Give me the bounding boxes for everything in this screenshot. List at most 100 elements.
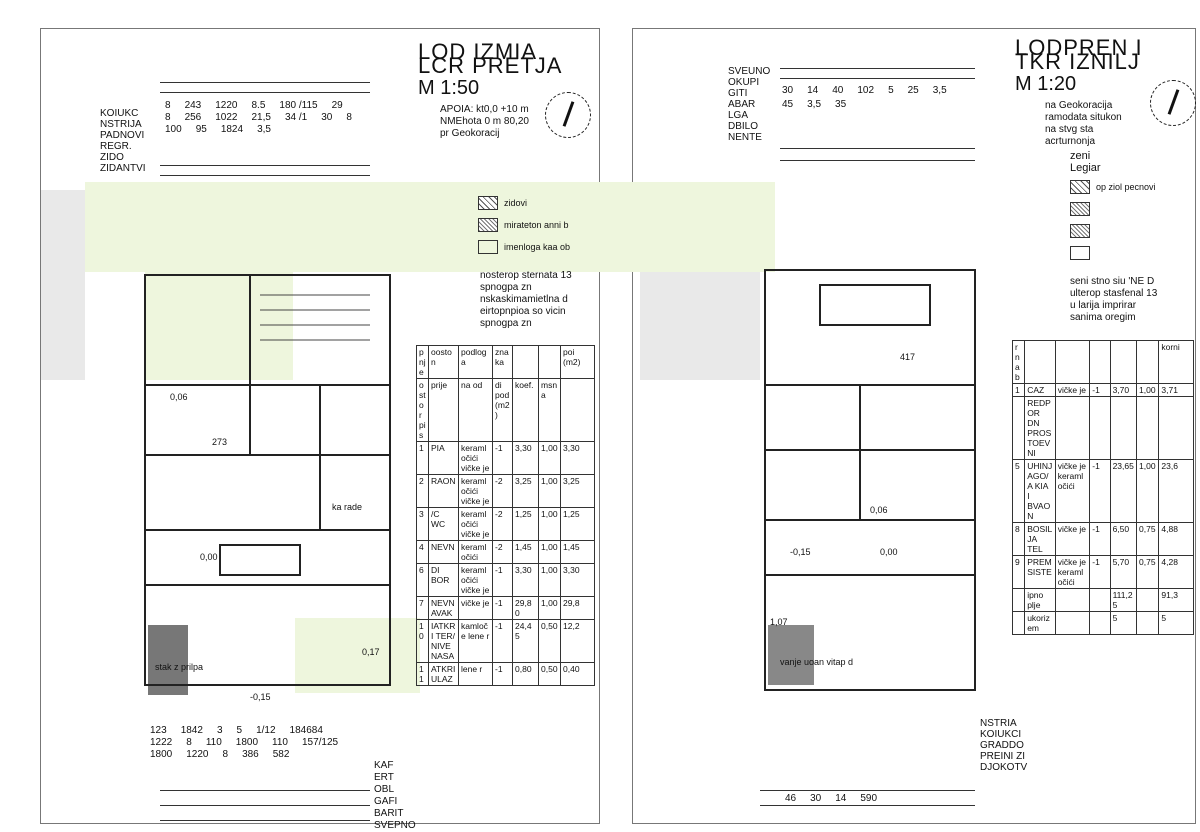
dimension-line — [160, 92, 370, 93]
header-cell: rnab — [1011, 340, 1026, 384]
table-cell: -1 — [1089, 555, 1111, 589]
legend-label: mirateton anni b — [504, 220, 569, 230]
table-cell: -1 — [492, 619, 513, 663]
table-cell: -2 — [492, 507, 513, 541]
table-cell: 11 — [416, 662, 429, 686]
header-cell — [1024, 340, 1056, 384]
dimension-value: 582 — [272, 749, 290, 760]
table-cell: 29,8 — [560, 596, 595, 620]
dimension-value: 157/125 — [301, 737, 339, 748]
header-cell — [538, 345, 561, 379]
dimension-label: PREINI ZI — [980, 751, 1026, 762]
legend-swatch-cross-icon — [1070, 224, 1090, 238]
table-cell: -1 — [1089, 522, 1111, 556]
note-line: pr Geokoracij — [440, 128, 500, 139]
table-cell: REDPOR DN PROSTOEVNI — [1024, 396, 1056, 460]
right-sheet-title: LODPREN I TKR IZNILJ — [1015, 35, 1143, 73]
dimension-value: 30 — [782, 85, 794, 96]
dimension-label: KAF ERT — [374, 760, 394, 783]
plan-label: 273 — [212, 437, 227, 447]
note-line: NMEhota 0 m 80,20 — [440, 116, 529, 127]
table-cell: BOSILJA TEL — [1024, 522, 1056, 556]
table-cell: -1 — [492, 596, 513, 620]
dimension-line — [160, 165, 370, 166]
right-legend: zeni Legiar op ziol pecnovi — [1070, 150, 1156, 268]
header-cell — [1089, 340, 1111, 384]
table-cell: /C WC — [428, 507, 459, 541]
legend-item: imenloga kaa ob — [478, 240, 570, 254]
table-cell: 12,2 — [560, 619, 595, 663]
table-cell: kamloče lene r — [458, 619, 493, 663]
table-cell: -1 — [492, 662, 513, 686]
dimension-label: ABAR — [728, 99, 756, 110]
plan-label: 417 — [900, 352, 915, 362]
dimension-value: 21,5 — [251, 112, 271, 123]
table-cell: -1 — [492, 441, 513, 475]
table-cell: 23,6 — [1158, 459, 1194, 523]
legend-note: nskaskimamietlna d — [480, 294, 568, 305]
dimension-label: OBL — [374, 784, 395, 795]
title-line: LODPREN I — [1015, 35, 1143, 60]
dimension-value: 1220 — [186, 749, 209, 760]
dimension-label: DBILO — [728, 121, 759, 132]
dimension-value: 29 — [331, 100, 343, 111]
table-cell: 5,70 — [1109, 555, 1138, 589]
table-cell: 10 — [416, 619, 429, 663]
table-cell: 24,45 — [512, 619, 539, 663]
note-line: ramodata situkon — [1045, 112, 1122, 123]
dimension-value: 110 — [272, 737, 288, 748]
table-cell: ukorizem — [1024, 611, 1056, 635]
table-row: REDPOR DN PROSTOEVNI — [1011, 396, 1194, 460]
dimension-value: 1800 — [235, 737, 259, 748]
right-notes: na Geokoracija ramodata situkon na stvg … — [1045, 100, 1122, 148]
table-cell — [1054, 396, 1091, 460]
dimension-value: 110 — [205, 737, 222, 748]
table-cell: 1,25 — [560, 507, 595, 541]
table-cell: 3,70 — [1109, 383, 1138, 397]
table-cell — [1089, 611, 1111, 635]
legend-label: op ziol pecnovi — [1096, 182, 1156, 192]
legend-note: ulterop stasfenal 13 — [1070, 288, 1158, 299]
legend-note: spnogpa zn — [480, 318, 532, 329]
wall — [819, 284, 931, 326]
table-cell — [1136, 588, 1160, 612]
table-cell: PREM SISTE — [1024, 555, 1056, 589]
dimension-label: LGA — [728, 110, 749, 121]
outer-wall — [144, 274, 391, 686]
table-cell: -1 — [1089, 459, 1111, 523]
table-cell — [1136, 611, 1160, 635]
dimension-value: 1220 — [215, 100, 238, 111]
dimension-value: 25 — [907, 85, 919, 96]
dimension-value: 8 — [165, 100, 171, 111]
table-cell: keramločići vičke je — [458, 563, 493, 597]
table-cell: vičke je — [1054, 522, 1091, 556]
table-cell: 1,00 — [538, 507, 561, 541]
header-cell — [1109, 340, 1138, 384]
header-cell: di pod (m2) — [492, 378, 513, 442]
dimension-value: 8 — [346, 112, 352, 123]
dimension-value: 95 — [195, 124, 207, 135]
shaded-area — [768, 625, 814, 685]
legend-item — [1070, 202, 1156, 216]
note-line: APOIA: kt0,0 +10 m — [440, 104, 529, 115]
plan-label: 0,00 — [880, 547, 898, 557]
dimension-label: OKUPI — [728, 77, 760, 88]
table-cell: 4 — [416, 540, 429, 564]
header-cell: znaka — [492, 345, 513, 379]
dimension-value: 100 — [165, 124, 182, 135]
table-cell: 0,40 — [560, 662, 595, 686]
header-cell: msna — [538, 378, 561, 442]
dimension-line — [760, 790, 975, 791]
dimension-value: 1022 — [215, 112, 238, 123]
dimension-line — [780, 68, 975, 69]
table-cell — [1089, 396, 1111, 460]
legend-note: seni stno siu 'NE D — [1070, 276, 1155, 287]
table-cell: vičke je — [458, 596, 493, 620]
